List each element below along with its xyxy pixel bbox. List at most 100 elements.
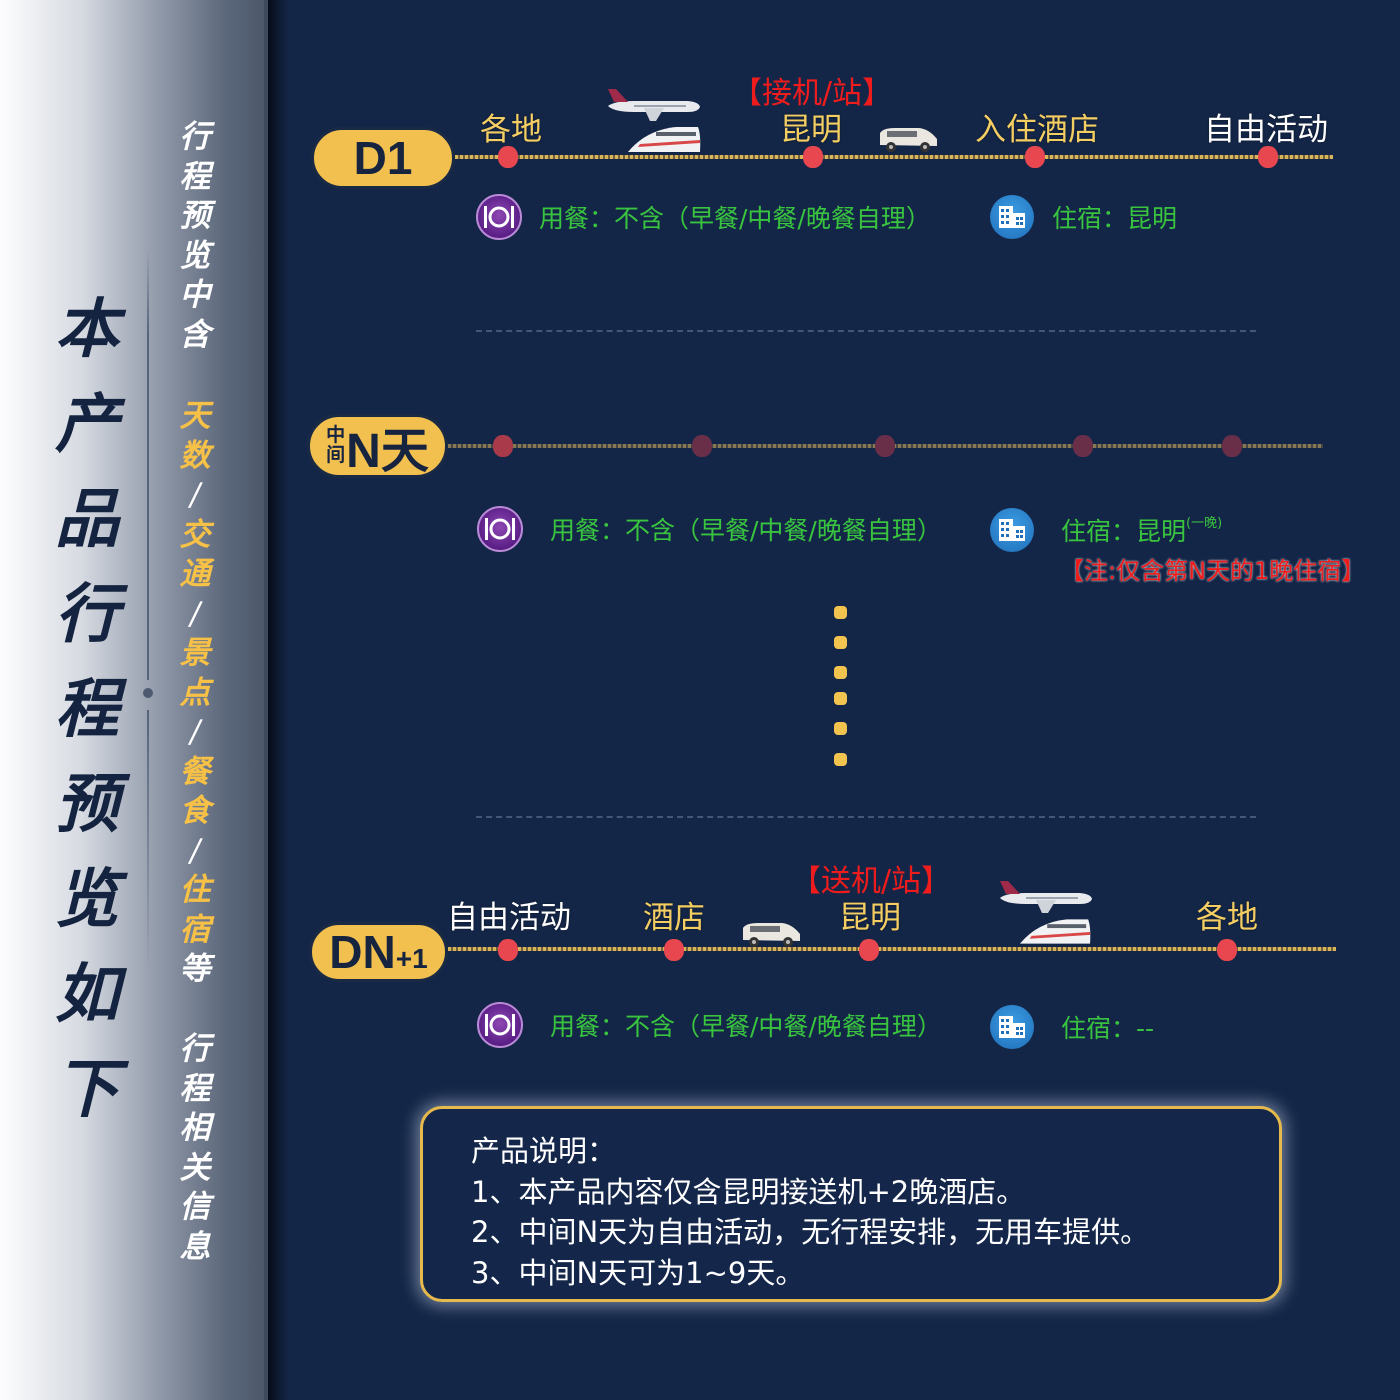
- meal-text: 用餐：不含（早餐/中餐/晚餐自理）: [550, 1012, 942, 1041]
- subtitle-char: 通: [179, 556, 211, 592]
- bullet-train-icon: [628, 127, 701, 152]
- meal-info: 用餐：不含（早餐/中餐/晚餐自理）: [477, 1002, 942, 1048]
- hotel-info: 住宿：昆明 (一晚): [990, 508, 1222, 552]
- subtitle-char: 含: [179, 316, 211, 353]
- subtitle-char: 览: [179, 237, 211, 274]
- timeline-node: [803, 146, 823, 168]
- hotel-text: 住宿：昆明: [1061, 517, 1187, 546]
- timeline-node: [664, 939, 684, 961]
- subtitle-char: 相: [179, 1110, 211, 1146]
- product-note-line: 2、中间N天为自由活动，无行程安排，无用车提供。: [471, 1215, 1150, 1249]
- subtitle-char: 程: [179, 158, 211, 195]
- subtitle-char: 行: [179, 119, 211, 155]
- badge-small-char: 中: [326, 425, 346, 446]
- subtitle-char: 餐: [179, 753, 211, 790]
- timeline-node: [1217, 939, 1237, 961]
- pickup-note: 【接机/站】: [731, 76, 893, 111]
- hotel-nights-sup: (一晚): [1186, 516, 1223, 531]
- section-divider: [476, 816, 1256, 818]
- dining-plate-icon: [477, 506, 523, 552]
- timeline-node: [493, 435, 513, 457]
- divider-line: [147, 250, 149, 680]
- hotel-info: 住宿：昆明: [990, 195, 1177, 239]
- subtitle-char: 预: [179, 198, 211, 234]
- timeline-track: [455, 155, 1333, 159]
- timeline-node: [498, 146, 518, 168]
- timeline-track: [448, 947, 1336, 951]
- dining-plate-icon: [477, 1002, 523, 1048]
- title-char: 如: [55, 957, 119, 1032]
- subtitle-char: 宿: [179, 911, 211, 948]
- airplane-icon: [608, 89, 700, 121]
- meal-text: 用餐：不含（早餐/中餐/晚餐自理）: [539, 204, 931, 233]
- sidebar-subtitle-mid: 天 数 / 交 通 / 景 点 / 餐 食 / 住 宿 等: [174, 397, 216, 990]
- stop-label: 昆明: [780, 112, 842, 148]
- product-note-box: 产品说明： 1、本产品内容仅含昆明接送机+2晚酒店。 2、中间N天为自由活动，无…: [420, 1106, 1282, 1302]
- day-badge-last: DN +1: [309, 922, 448, 982]
- hotel-text: 住宿：--: [1061, 1014, 1155, 1043]
- subtitle-char: 天: [179, 398, 211, 434]
- sidebar-banner: 本 产 品 行 程 预 览 如 下 行 程 预 览 中 含 天 数 / 交 通 …: [0, 0, 268, 1400]
- timeline-node: [1025, 146, 1045, 168]
- stop-label: 自由活动: [447, 900, 571, 936]
- divider-line: [147, 710, 149, 970]
- day-badge-d1: D1: [311, 127, 455, 189]
- timeline-node: [1258, 146, 1278, 168]
- minivan-icon: [880, 128, 937, 152]
- subtitle-char: 息: [179, 1228, 211, 1265]
- title-char: 产: [55, 387, 119, 462]
- day-badge-label: D1: [353, 132, 413, 184]
- airplane-icon: [1000, 881, 1092, 913]
- hotel-building-icon: [990, 508, 1034, 552]
- badge-small-char: 间: [326, 445, 346, 466]
- subtitle-slash: /: [186, 595, 204, 632]
- timeline-node: [1222, 435, 1242, 457]
- stop-label: 入住酒店: [975, 112, 1099, 148]
- stop-label: 各地: [480, 112, 542, 148]
- day-badge-label: DN: [329, 926, 396, 978]
- sidebar-subtitle-top: 行 程 预 览 中 含: [174, 118, 216, 355]
- sidebar-subtitle-bottom: 行 程 相 关 信 息: [174, 1030, 216, 1267]
- stop-label: 昆明: [839, 900, 901, 936]
- meal-info: 用餐：不含（早餐/中餐/晚餐自理）: [476, 194, 931, 240]
- dining-plate-icon: [476, 194, 522, 240]
- sidebar-edge: [264, 0, 268, 1400]
- hotel-building-icon: [990, 1005, 1034, 1049]
- section-divider: [476, 330, 1256, 332]
- timeline-node: [859, 939, 879, 961]
- timeline-node: [1073, 435, 1093, 457]
- product-note-title: 产品说明：: [471, 1134, 617, 1168]
- timeline-node: [875, 435, 895, 457]
- title-char: 品: [55, 482, 119, 557]
- sidebar-title: 本 产 品 行 程 预 览 如 下: [42, 282, 132, 1137]
- subtitle-char: 食: [179, 793, 211, 829]
- dropoff-note: 【送机/站】: [790, 864, 952, 899]
- title-char: 程: [55, 672, 119, 747]
- stop-label: 自由活动: [1204, 112, 1328, 148]
- panel-shadow: [268, 0, 290, 1400]
- subtitle-slash: /: [186, 477, 204, 513]
- subtitle-slash: /: [186, 832, 204, 869]
- subtitle-char: 信: [179, 1189, 211, 1225]
- meal-info: 用餐：不含（早餐/中餐/晚餐自理）: [477, 506, 942, 552]
- meal-text: 用餐：不含（早餐/中餐/晚餐自理）: [550, 516, 942, 545]
- subtitle-char: 行: [179, 1031, 211, 1067]
- day-badge-label: N天: [346, 425, 429, 478]
- subtitle-char: 景: [179, 635, 211, 671]
- timeline-node: [692, 435, 712, 457]
- stop-label: 酒店: [643, 900, 705, 936]
- subtitle-slash: /: [186, 714, 204, 750]
- title-char: 预: [55, 767, 119, 842]
- stop-label: 各地: [1196, 900, 1258, 936]
- divider-dot: [143, 688, 153, 698]
- subtitle-char: 数: [179, 437, 211, 474]
- hotel-building-icon: [990, 195, 1034, 239]
- title-char: 行: [55, 577, 119, 652]
- day-badge-sub: +1: [395, 943, 428, 974]
- title-char: 览: [55, 862, 119, 937]
- subtitle-char: 等: [179, 951, 211, 987]
- hotel-note: 【注:仅含第N天的1晚住宿】: [1060, 557, 1366, 585]
- bullet-train-icon: [1019, 919, 1091, 944]
- product-note-line: 1、本产品内容仅含昆明接送机+2晚酒店。: [471, 1174, 1026, 1209]
- subtitle-char: 中: [179, 277, 211, 313]
